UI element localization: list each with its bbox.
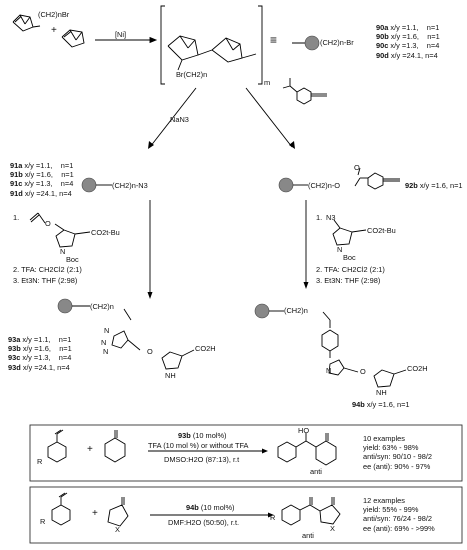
r1-oh-label: HO (298, 426, 310, 435)
right-boc-label: Boc (343, 253, 356, 262)
triazole-n2-label: N (101, 338, 107, 347)
aldehyde-structure-2 (51, 492, 71, 526)
left-boc-label: Boc (66, 255, 79, 264)
r1-results: 10 examples yield: 63% - 98% anti/syn: 9… (363, 434, 433, 471)
azide-prefix-label: N3 (326, 213, 336, 222)
equivalence-sign: ≡ (270, 33, 278, 47)
triazole-n3-label: N (103, 347, 109, 356)
right-ester-label: CO2t-Bu (367, 226, 396, 235)
azide-bead-tail-label: (CH2)n-N3 (112, 181, 148, 190)
left-ether-o-label: O (147, 347, 153, 356)
triazole-right-n-label: N (326, 366, 332, 375)
r1-catalyst: 93b (10 mol%) (178, 431, 227, 440)
r2-product-label: anti (302, 531, 314, 540)
plus-sign: + (51, 25, 57, 36)
r1-plus-sign: + (87, 444, 93, 455)
clicked-bead-tail-right-label: (CH2)n (284, 306, 308, 315)
propargyl-o-label: O (45, 219, 51, 228)
compound-91-list: 91a x/y =1.1, n=1 91b x/y =1.6, n=1 91c … (10, 161, 74, 198)
r1-r-label: R (37, 457, 43, 466)
right-ether-o-label: O (360, 367, 366, 376)
r2-r-label: R (40, 517, 46, 526)
bromoalkyl-chain-label: (CH2)nBr (38, 10, 70, 19)
sodium-azide-label: NaN3 (170, 115, 189, 124)
m-subscript: m (264, 78, 271, 87)
left-acid-label: CO2H (195, 344, 216, 353)
right-nh-label: NH (376, 388, 387, 397)
right-n-label: N (337, 245, 343, 254)
ester-bead-tail-label: (CH2)n-O (308, 181, 341, 190)
compound-90-list: 90a x/y =1.1, n=1 90b x/y =1.6, n=1 90c … (376, 23, 440, 60)
left-step-1: 1. (13, 213, 20, 222)
cyclic-ketone-structure (107, 497, 129, 527)
left-step-2: 2. TFA: CH2Cl2 (2:1) (13, 265, 82, 274)
compound-93-list: 93a x/y =1.1, n=1 93b x/y =1.6, n=1 93c … (8, 335, 72, 372)
norbornene-structure (61, 29, 85, 48)
r1-conditions-1: TFA (10 mol %) or without TFA (148, 441, 249, 450)
clicked-bead-tail-left-label: (CH2)n (90, 302, 114, 311)
aldol-product-structure-2 (281, 497, 341, 526)
right-step-1: 1. (316, 213, 323, 222)
r2-x-label: X (115, 525, 120, 534)
left-ester-label: CO2t-Bu (91, 228, 120, 237)
left-nh-label: NH (165, 371, 176, 380)
ester-carbonyl-o-label: O (354, 163, 360, 172)
right-acid-label: CO2H (407, 364, 428, 373)
norbornene-bromoalkyl-structure (12, 14, 41, 32)
aldol-product-structure-1 (277, 433, 337, 466)
r2-catalyst: 94b (10 mol%) (186, 503, 235, 512)
azido-proline-structure (332, 219, 367, 246)
left-n-label: N (60, 247, 66, 256)
r1-product-label: anti (310, 467, 322, 476)
r2-results: 12 examples yield: 55% - 99% anti/syn: 7… (363, 496, 435, 533)
r2-plus-sign: + (92, 508, 98, 519)
cyclohexanone-structure (104, 430, 126, 463)
r1-conditions-2: DMSO:H2O (87:13), r.t (164, 455, 240, 464)
compound-94b-label: 94b x/y =1.6, n=1 (352, 400, 410, 409)
aldehyde-structure-1 (47, 429, 67, 463)
propargyl-proline-structure (29, 212, 91, 248)
r2-conditions-1: DMF:H2O (50:50), r.t. (168, 518, 240, 527)
r2-product-r-label: R (270, 513, 276, 522)
right-step-3: 3. Et3N: THF (2:98) (316, 276, 381, 285)
r2-product-x-label: X (330, 524, 335, 533)
right-step-2: 2. TFA: CH2Cl2 (2:1) (316, 265, 385, 274)
clicked-proline-right-structure (269, 310, 407, 388)
polymer-bead-tail-label: (CH2)n-Br (320, 38, 354, 47)
polymer-backbone-structure (167, 35, 257, 71)
triazole-n1-label: N (104, 326, 110, 335)
polymer-repeat-label: Br(CH2)n (176, 70, 208, 79)
ethynylbenzoic-acid-structure (282, 78, 327, 105)
compound-92b-label: 92b x/y =1.6, n=1 (405, 181, 463, 190)
ni-catalyst-label: [Ni] (115, 30, 127, 39)
left-step-3: 3. Et3N: THF (2:98) (13, 276, 78, 285)
clicked-proline-left-structure (72, 305, 195, 370)
